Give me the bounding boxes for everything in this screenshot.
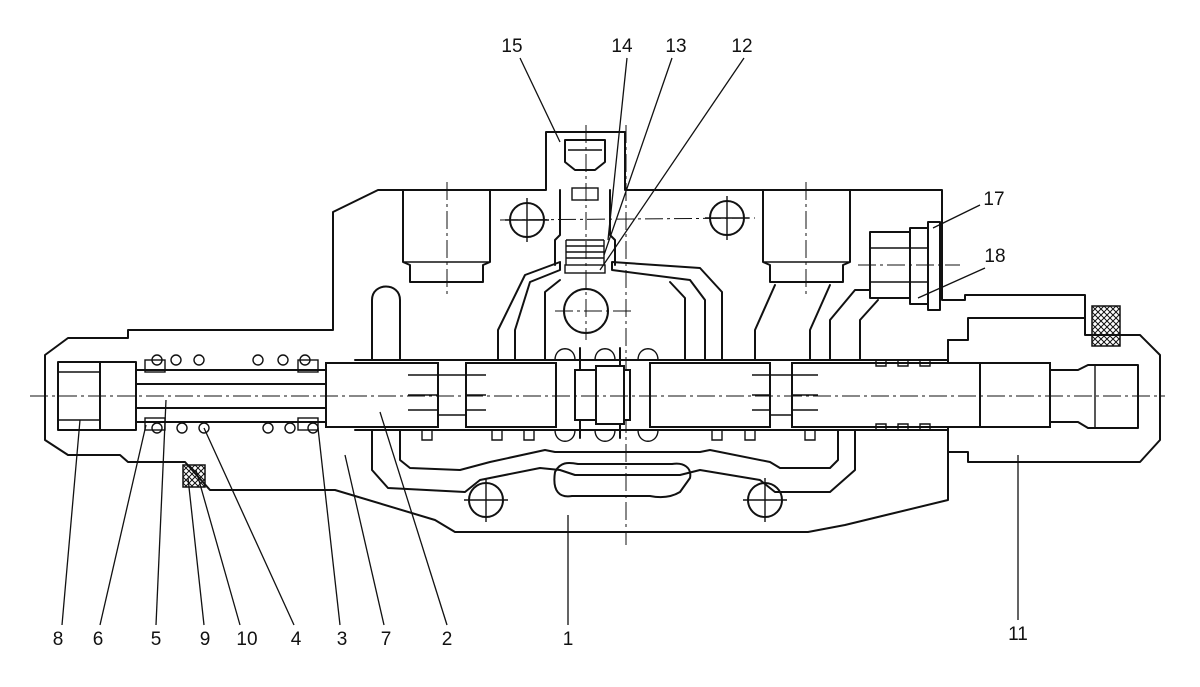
callout-13: 13 — [665, 36, 686, 57]
callout-17: 17 — [983, 189, 1004, 210]
callout-2: 2 — [442, 629, 453, 650]
callout-14: 14 — [611, 36, 633, 57]
check-valve-assembly — [554, 125, 632, 340]
right-end-cap — [1049, 305, 1139, 429]
callout-11: 11 — [1008, 624, 1028, 645]
bolt-hole-bottom-left — [464, 478, 508, 522]
callout-3: 3 — [337, 629, 348, 650]
left-spring-section — [57, 354, 327, 434]
seal-9 — [182, 464, 206, 488]
callout-15: 15 — [501, 36, 522, 57]
leader-lines — [61, 57, 1019, 626]
seal-right — [1091, 305, 1121, 347]
callout-8: 8 — [53, 629, 64, 650]
callout-10: 10 — [236, 629, 257, 650]
top-port-right — [762, 182, 851, 295]
callout-9: 9 — [200, 629, 211, 650]
internal-passages — [371, 261, 879, 499]
callout-12: 12 — [731, 36, 752, 57]
top-port-left — [402, 182, 491, 295]
callout-18: 18 — [984, 246, 1005, 267]
spool — [325, 360, 1051, 430]
callout-5: 5 — [151, 629, 162, 650]
callout-6: 6 — [93, 629, 104, 650]
callout-4: 4 — [291, 629, 302, 650]
side-fitting — [858, 221, 960, 311]
callout-7: 7 — [381, 629, 392, 650]
callout-labels: 15 14 13 12 17 18 8 6 5 9 10 4 3 7 2 1 1… — [53, 36, 1028, 650]
callout-1: 1 — [563, 629, 574, 650]
